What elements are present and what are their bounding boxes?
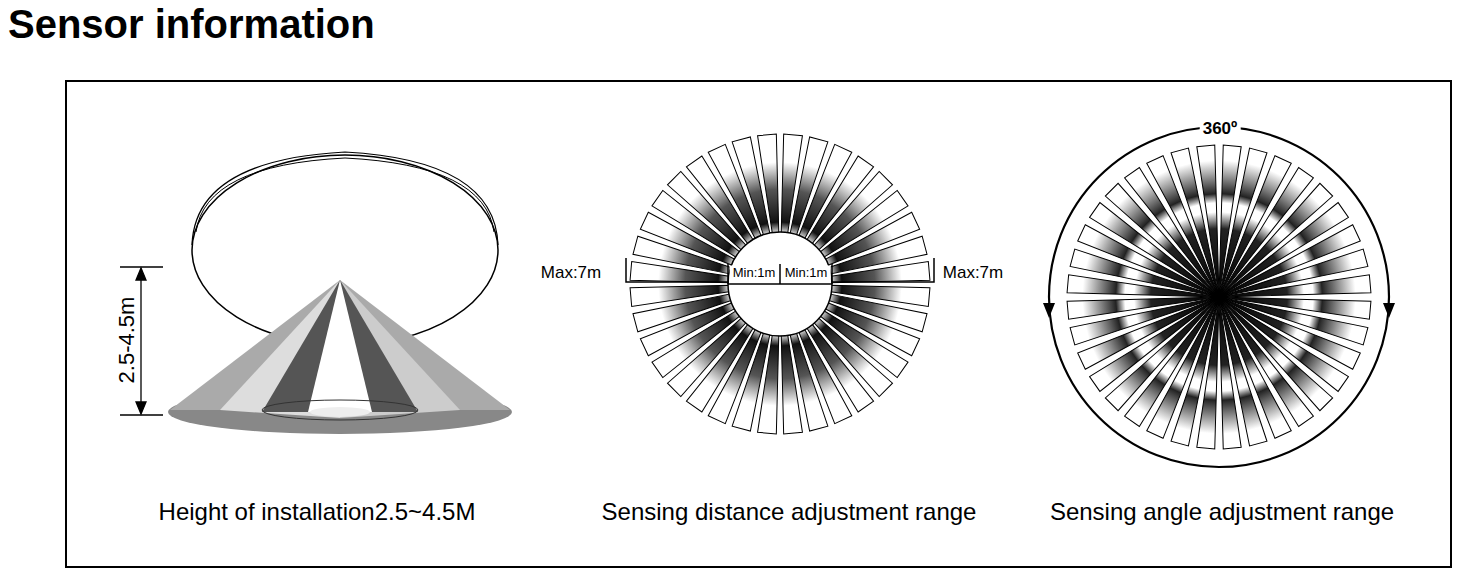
max-distance-label: Max:7m xyxy=(541,264,601,281)
frame xyxy=(66,81,1451,567)
caption: Sensing angle adjustment range xyxy=(1050,500,1394,524)
detection-cone xyxy=(168,280,512,434)
min-distance-label: Min:1m xyxy=(782,266,831,279)
caption: Sensing distance adjustment range xyxy=(602,500,977,524)
sensing-ray xyxy=(1217,249,1368,306)
sensing-ray xyxy=(775,333,802,434)
angle-rays xyxy=(1067,145,1371,449)
page-title: Sensor information xyxy=(8,4,375,44)
min-distance-label: Min:1m xyxy=(730,266,779,279)
max-distance-label: Max:7m xyxy=(943,264,1003,281)
caption: Height of installation2.5~4.5M xyxy=(159,500,476,524)
sensing-ray xyxy=(1218,275,1371,306)
distance-rays xyxy=(630,134,930,434)
angle-label: 360º xyxy=(1200,120,1241,137)
dimension-label: 2.5-4.5m xyxy=(116,297,138,384)
distance-markers xyxy=(626,232,934,336)
sensing-ray xyxy=(829,262,930,289)
angle-circle xyxy=(1043,127,1395,467)
sensing-ray xyxy=(758,134,785,235)
sensing-ray xyxy=(630,279,731,306)
